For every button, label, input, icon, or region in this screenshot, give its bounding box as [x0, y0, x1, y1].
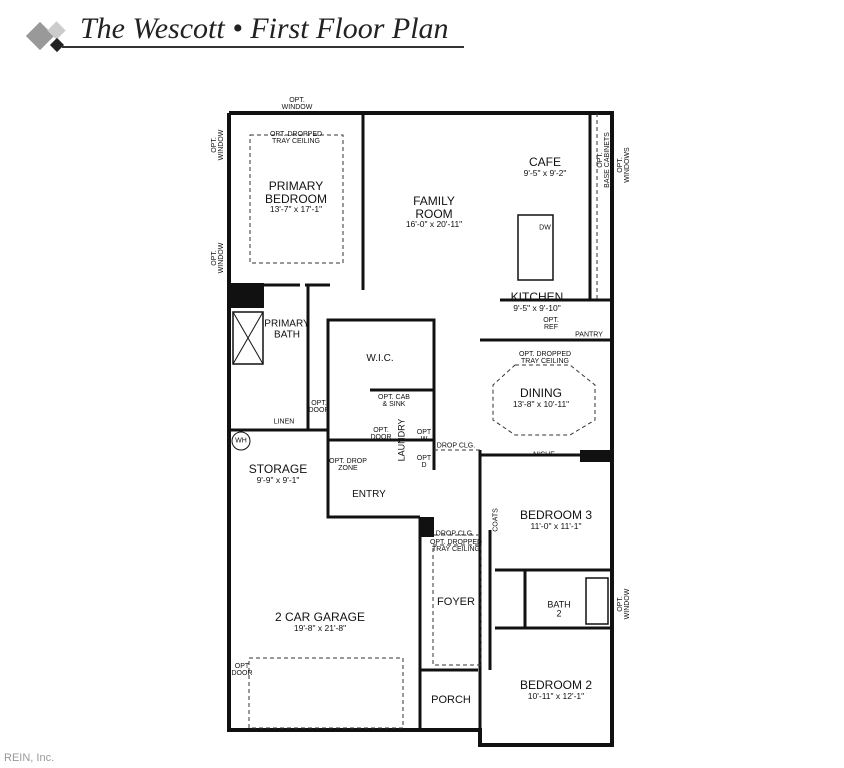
- kitchen-island: [517, 214, 554, 281]
- note-tray-ceiling-foyer: OPT. DROPPED TRAY CEILING: [429, 539, 483, 553]
- note-opt-window-left-2: OPT. WINDOW: [211, 242, 225, 274]
- note-base-cabinets: OPT. BASE CABINETS: [597, 132, 611, 188]
- note-water-heater: WH: [235, 437, 247, 445]
- room-dimensions: 9'-9" x 9'-1": [256, 474, 300, 485]
- note-opt-window-left-1: OPT. WINDOW: [211, 129, 225, 161]
- room-primary-bath: PRIMARY BATH: [264, 318, 310, 340]
- note-pantry: PANTRY: [575, 331, 603, 339]
- credit-watermark: REIN, Inc.: [4, 752, 55, 764]
- note-opt-door-wic: OPT. DOOR: [308, 400, 330, 414]
- room-name: CAFE: [528, 155, 562, 170]
- room-entry: ENTRY: [352, 488, 386, 500]
- room-dimensions: 19'-8" x 21'-8": [293, 622, 347, 633]
- room-laundry: LAUNDRY: [396, 418, 407, 462]
- wall-mass: [420, 517, 434, 537]
- room-foyer: FOYER: [437, 596, 475, 609]
- room-wic: W.I.C.: [366, 352, 394, 364]
- note-opt-ref: OPT. REF: [543, 317, 559, 331]
- room-name: STORAGE: [248, 462, 308, 477]
- shower: [232, 311, 264, 365]
- note-linen: LINEN: [273, 418, 295, 426]
- room-name: BEDROOM 3: [519, 508, 593, 523]
- note-opt-window-bath: OPT. WINDOW: [617, 588, 631, 620]
- note-opt-washer: OPT W: [416, 429, 432, 443]
- room-dimensions: 9'-5" x 9'-10": [513, 302, 561, 313]
- note-opt-door-garage: OPT DOOR: [231, 663, 253, 677]
- note-dishwasher: DW: [539, 224, 551, 232]
- room-dimensions: 16'-0" x 20'-11": [405, 219, 463, 230]
- note-niche: NICHE: [533, 451, 555, 459]
- bathtub: [585, 577, 609, 625]
- room-name: DINING: [520, 386, 562, 401]
- dashed-optional-lines: [248, 113, 598, 729]
- title-underline: [62, 46, 464, 48]
- note-opt-door-laundry: OPT. DOOR: [370, 427, 392, 441]
- room-name: BEDROOM 2: [519, 678, 593, 693]
- note-drop-clg-1: DROP CLG.: [436, 442, 476, 450]
- room-dimensions: 9'-5" x 9'-2": [523, 167, 567, 178]
- room-dimensions: 11'-0" x 11'-1": [530, 520, 582, 531]
- note-opt-cab-sink: OPT. CAB & SINK: [378, 394, 410, 408]
- note-tray-ceiling-dining: OPT. DROPPED TRAY CEILING: [518, 351, 572, 365]
- note-opt-windows: OPT. WINDOWS: [617, 147, 631, 183]
- room-dimensions: 13'-8" x 10'-11": [512, 398, 570, 409]
- note-tray-ceiling-bedroom: OPT. DROPPED TRAY CEILING: [269, 131, 323, 145]
- note-coats: COATS: [492, 508, 500, 532]
- room-dimensions: 10'-11" x 12'-1": [527, 690, 585, 701]
- room-dimensions: 13'-7" x 17'-1": [269, 204, 323, 215]
- water-heater: [231, 431, 251, 451]
- room-name: PRIMARY BEDROOM: [264, 178, 328, 206]
- wall-mass: [229, 283, 264, 308]
- note-drop-clg-2: DROP CLG.: [435, 530, 475, 538]
- room-name: 2 CAR GARAGE: [274, 610, 366, 625]
- note-opt-window-top: OPT. WINDOW: [281, 97, 313, 111]
- page-title: The Wescott • First Floor Plan: [80, 12, 449, 45]
- wall-mass: [580, 450, 612, 462]
- note-opt-drop-zone: OPT. DROP ZONE: [329, 458, 367, 472]
- room-porch: PORCH: [431, 694, 471, 707]
- note-opt-dryer: OPT D: [416, 455, 432, 469]
- room-name: KITCHEN: [510, 290, 564, 305]
- room-name: FAMILY ROOM: [413, 193, 455, 221]
- room-bath-2: BATH 2: [547, 599, 571, 619]
